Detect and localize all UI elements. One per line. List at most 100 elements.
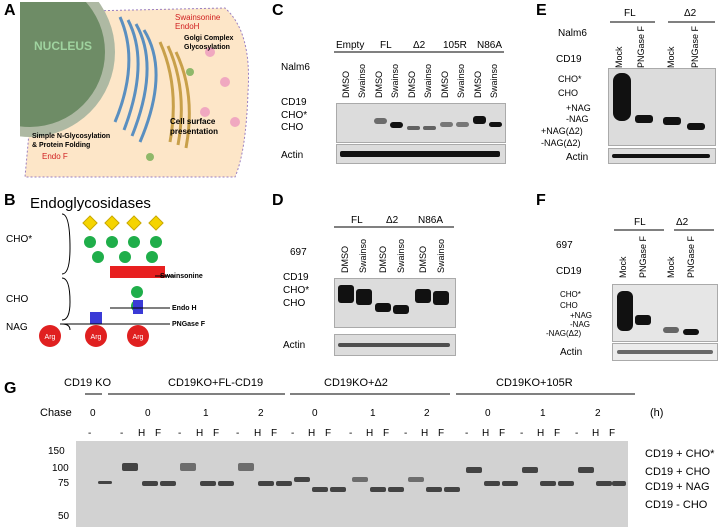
e-mark-plus-nag: +NAG (566, 103, 591, 113)
arg-label-1: Arg (45, 334, 56, 341)
g-treat: F (438, 428, 445, 439)
d-lane-5: DMSO (418, 246, 428, 273)
g-mw-75: 75 (58, 478, 70, 489)
pngase-b-label: PNGase F (172, 321, 206, 328)
g-treat: F (609, 428, 616, 439)
f-lane-4: PNGase F (686, 235, 696, 278)
g-treat: H (421, 428, 429, 439)
g-treat: F (554, 428, 561, 439)
panel-e-label: E (536, 2, 547, 19)
c-lane-3: DMSO (374, 71, 384, 98)
g-treat: - (88, 428, 92, 439)
c-lane-9: DMSO (473, 71, 483, 98)
golgi-label-1: Golgi Complex (184, 35, 234, 42)
nag-label: NAG (6, 322, 28, 333)
f-lane-labels: Mock PNGase F Mock PNGase F (618, 235, 718, 278)
c-lane-2: Swainso (357, 63, 367, 98)
e-lane-2: PNGase F (636, 25, 646, 68)
arg-label-3: Arg (133, 334, 144, 341)
e-group-fl: FL (624, 8, 636, 19)
g-right-minus-cho: CD19 - CHO (645, 499, 708, 511)
f-group-d2: Δ2 (676, 217, 689, 228)
g-time-105r-1: 1 (540, 408, 546, 419)
e-lane-3: Mock (666, 46, 676, 68)
panel-c-label: C (272, 2, 284, 19)
g-treat: - (178, 428, 182, 439)
f-mark-plus-nag: +NAG (570, 311, 593, 320)
e-mark-cho-star: CHO* (558, 74, 582, 84)
c-lane-labels: DMSO Swainso DMSO Swainso DMSO Swainso D… (341, 58, 506, 98)
c-lane-5: DMSO (407, 71, 417, 98)
g-treat: - (465, 428, 469, 439)
g-group-fl: CD19KO+FL-CD19 (168, 377, 264, 389)
g-mw-50: 50 (58, 511, 70, 522)
g-treat: F (325, 428, 332, 439)
f-lane-1: Mock (618, 256, 628, 278)
f-cd19-blot (612, 284, 718, 342)
panel-f-label: F (536, 192, 546, 209)
f-mark-minus-nag-d2: -NAG(Δ2) (546, 329, 582, 338)
g-treat: - (575, 428, 579, 439)
e-cell-line: Nalm6 (558, 28, 587, 39)
f-mark-cho-star: CHO* (560, 290, 581, 299)
g-treat: H (592, 428, 600, 439)
e-mark-cho: CHO (558, 88, 578, 98)
g-treat: F (271, 428, 278, 439)
cell-surface-label-2: presentation (170, 127, 218, 136)
cho-star-label: CHO* (6, 234, 32, 245)
arg-label-2: Arg (91, 334, 102, 341)
e-lane-4: PNGase F (690, 25, 700, 68)
d-cell-line: 697 (290, 247, 307, 258)
d-lane-2: Swainso (358, 238, 368, 273)
f-cd19: CD19 (556, 266, 582, 277)
c-group-n86a: N86A (477, 40, 503, 51)
f-cell-line: 697 (556, 240, 573, 251)
c-actin-blot (336, 144, 506, 164)
simple-glyco-label-2: & Protein Folding (32, 142, 90, 149)
d-actin: Actin (283, 340, 306, 351)
c-lane-4: Swainso (390, 63, 400, 98)
g-chase-label: Chase (40, 407, 72, 419)
c-cd19-blot (336, 103, 506, 143)
c-lane-7: DMSO (440, 71, 450, 98)
d-group-n86a: N86A (418, 215, 444, 226)
g-time-d2-1: 1 (370, 408, 376, 419)
simple-glyco-label-1: Simple N-Glycosylation (32, 133, 110, 140)
e-lane-labels: Mock PNGase F Mock PNGase F (614, 25, 714, 68)
c-cell-line: Nalm6 (281, 62, 310, 73)
d-cd19: CD19 (283, 272, 309, 283)
d-group-fl: FL (351, 215, 363, 226)
f-group-fl: FL (634, 217, 646, 228)
c-cho: CHO (281, 122, 304, 133)
c-group-105r: 105R (443, 40, 467, 51)
e-mark-minus-nag: -NAG (566, 114, 589, 124)
e-actin-blot (608, 148, 716, 164)
g-time-d2-2: 2 (424, 408, 430, 419)
g-treat: H (254, 428, 262, 439)
endoh-b-label: Endo H (172, 305, 197, 312)
g-gel (76, 441, 628, 527)
g-treat: F (499, 428, 506, 439)
g-treat: - (404, 428, 408, 439)
d-lane-4: Swainso (396, 238, 406, 273)
c-lane-8: Swainso (456, 63, 466, 98)
c-group-empty: Empty (336, 40, 365, 51)
e-group-d2: Δ2 (684, 8, 697, 19)
d-group-d2: Δ2 (386, 215, 399, 226)
endoglycosidases-title: Endoglycosidases (30, 195, 151, 212)
c-actin: Actin (281, 150, 304, 161)
swainsonine-b-label: Swainsonine (160, 273, 203, 280)
golgi-label-2: Glycosylation (184, 44, 230, 51)
c-group-fl: FL (380, 40, 392, 51)
nucleus-label: NUCLEUS (34, 39, 92, 53)
cho-label: CHO (6, 294, 28, 305)
f-mark-cho: CHO (560, 301, 578, 310)
g-treatments: - - H F - H F - H F - H F - H F - H F - … (0, 424, 720, 444)
glycan-diagram: Arg Arg Arg CHO* CHO NAG Swainsonine End… (6, 213, 206, 347)
g-treat: H (138, 428, 146, 439)
d-lane-1: DMSO (340, 246, 350, 273)
g-times: 0 0 1 2 0 1 2 0 1 2 (0, 400, 720, 440)
g-mw-150: 150 (48, 446, 65, 457)
g-unit: (h) (650, 407, 664, 419)
cell-surface-label-1: Cell surface (170, 117, 216, 126)
